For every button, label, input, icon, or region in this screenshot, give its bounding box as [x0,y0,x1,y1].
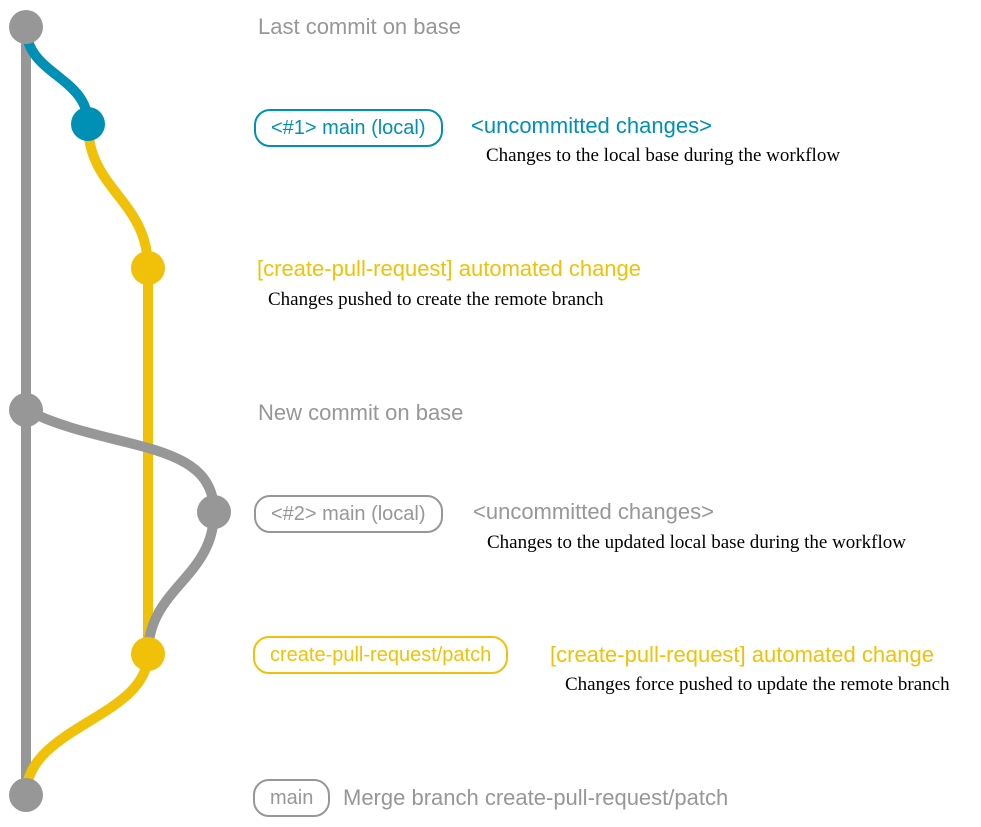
commit-message-patch-create: [create-pull-request] automated change [257,256,642,281]
branch-badge-patch: create-pull-request/patch [253,636,509,674]
patch-branch-update-curve [143,507,219,659]
commit-note-patch-update: Changes force pushed to update the remot… [565,674,950,695]
uncommitted-branch-curve-2 [21,405,219,517]
commit-node-uncommitted-2 [197,495,231,529]
commit-node-base-last [9,10,43,44]
commit-node-patch-create [131,251,165,285]
branch-badge-main-local-1: <#1> main (local) [254,109,443,147]
uncommitted-branch-curve-1 [21,22,93,129]
patch-merge-curve [21,649,153,800]
commit-node-base-new [9,393,43,427]
commit-node-merge [9,778,43,812]
commit-message-uncommitted-1: <uncommitted changes> [471,113,712,138]
branch-badge-main-local-2: <#2> main (local) [254,495,443,533]
commit-note-uncommitted-1: Changes to the local base during the wor… [486,145,841,166]
commit-node-uncommitted-1 [71,107,105,141]
patch-branch-create-curve [83,119,153,273]
commit-note-uncommitted-2: Changes to the updated local base during… [487,532,906,553]
commit-message-patch-update: [create-pull-request] automated change [550,642,935,667]
label-last-commit-on-base: Last commit on base [258,14,461,39]
commit-node-patch-update [131,637,165,671]
commit-message-uncommitted-2: <uncommitted changes> [473,499,714,524]
label-new-commit-on-base: New commit on base [258,400,464,425]
branch-badge-main: main [253,779,331,817]
commit-note-patch-create: Changes pushed to create the remote bran… [268,289,604,310]
commit-message-merge: Merge branch create-pull-request/patch [343,785,729,810]
